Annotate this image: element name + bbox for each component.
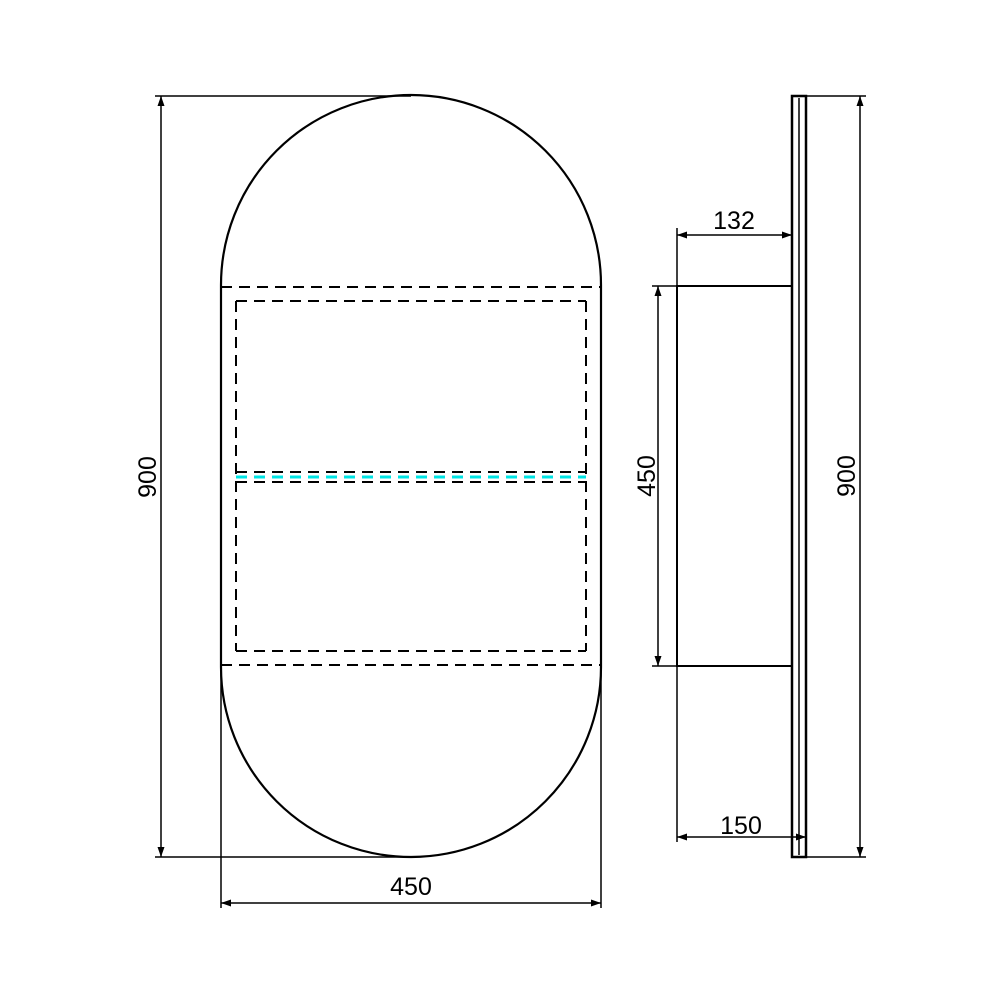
cabinet-hidden-lines [221,286,601,666]
side-total-height-label: 900 [833,455,861,497]
side-depth-bottom-label: 150 [720,812,762,840]
front-view: 450 900 [134,93,603,908]
front-height-label: 900 [134,456,162,498]
front-height-dimension: 900 [134,95,411,858]
side-depth-top-label: 132 [713,207,755,235]
front-width-label: 450 [390,873,432,901]
cabinet-box [676,285,793,667]
side-depth-top-dimension: 132 [676,207,792,286]
middle-shelf [236,471,586,483]
side-cabinet-height-label: 450 [633,455,661,497]
side-cabinet-height-dimension: 450 [633,285,677,667]
side-total-height-dimension: 900 [806,95,866,858]
side-view: 132 150 450 900 [633,94,866,859]
front-width-dimension: 450 [220,667,602,908]
side-depth-bottom-dimension: 150 [676,666,806,842]
